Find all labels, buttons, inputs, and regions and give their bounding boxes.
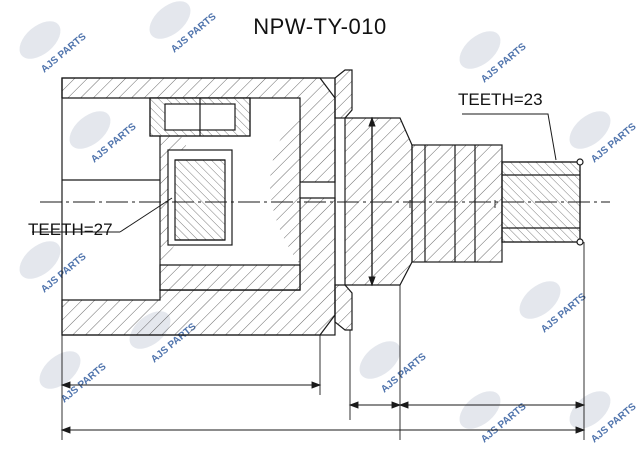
teeth-callout-left: TEETH=27 bbox=[28, 220, 113, 239]
seal-flange bbox=[334, 69, 373, 331]
teeth-callout-right: TEETH=23 bbox=[458, 90, 543, 109]
dimension-lines bbox=[60, 116, 586, 440]
output-shaft bbox=[371, 117, 584, 286]
part-number-title: NPW-TY-010 bbox=[253, 14, 387, 39]
leader-lines bbox=[32, 113, 557, 233]
trunnion-roller bbox=[149, 97, 251, 246]
